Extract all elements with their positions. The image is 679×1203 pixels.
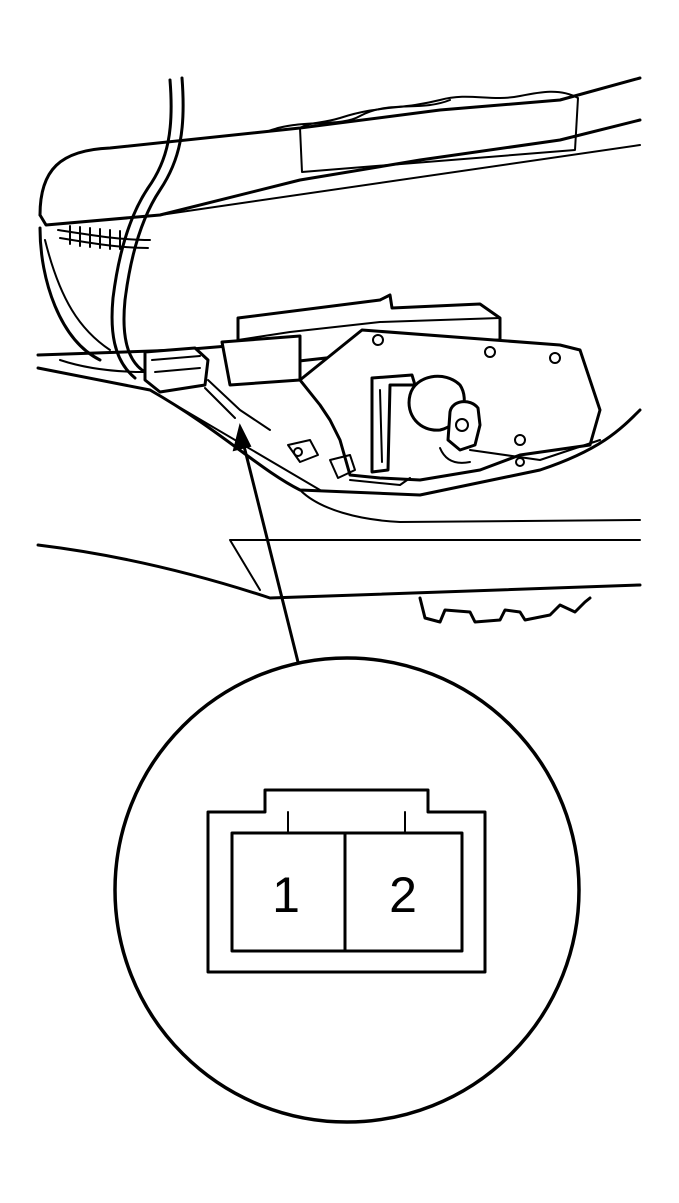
pin-1-cell: 1 bbox=[272, 867, 300, 923]
pin-1-label: 1 bbox=[272, 867, 300, 923]
pin-2-label: 2 bbox=[389, 867, 417, 923]
console-lid bbox=[38, 76, 642, 227]
wire-harness bbox=[57, 76, 185, 380]
console-base bbox=[36, 539, 642, 624]
callout-arrow bbox=[232, 423, 300, 664]
harness-connector bbox=[143, 346, 271, 431]
pin-2-cell: 2 bbox=[389, 867, 417, 923]
connector-face bbox=[206, 788, 487, 974]
actuator-assembly bbox=[220, 293, 602, 486]
